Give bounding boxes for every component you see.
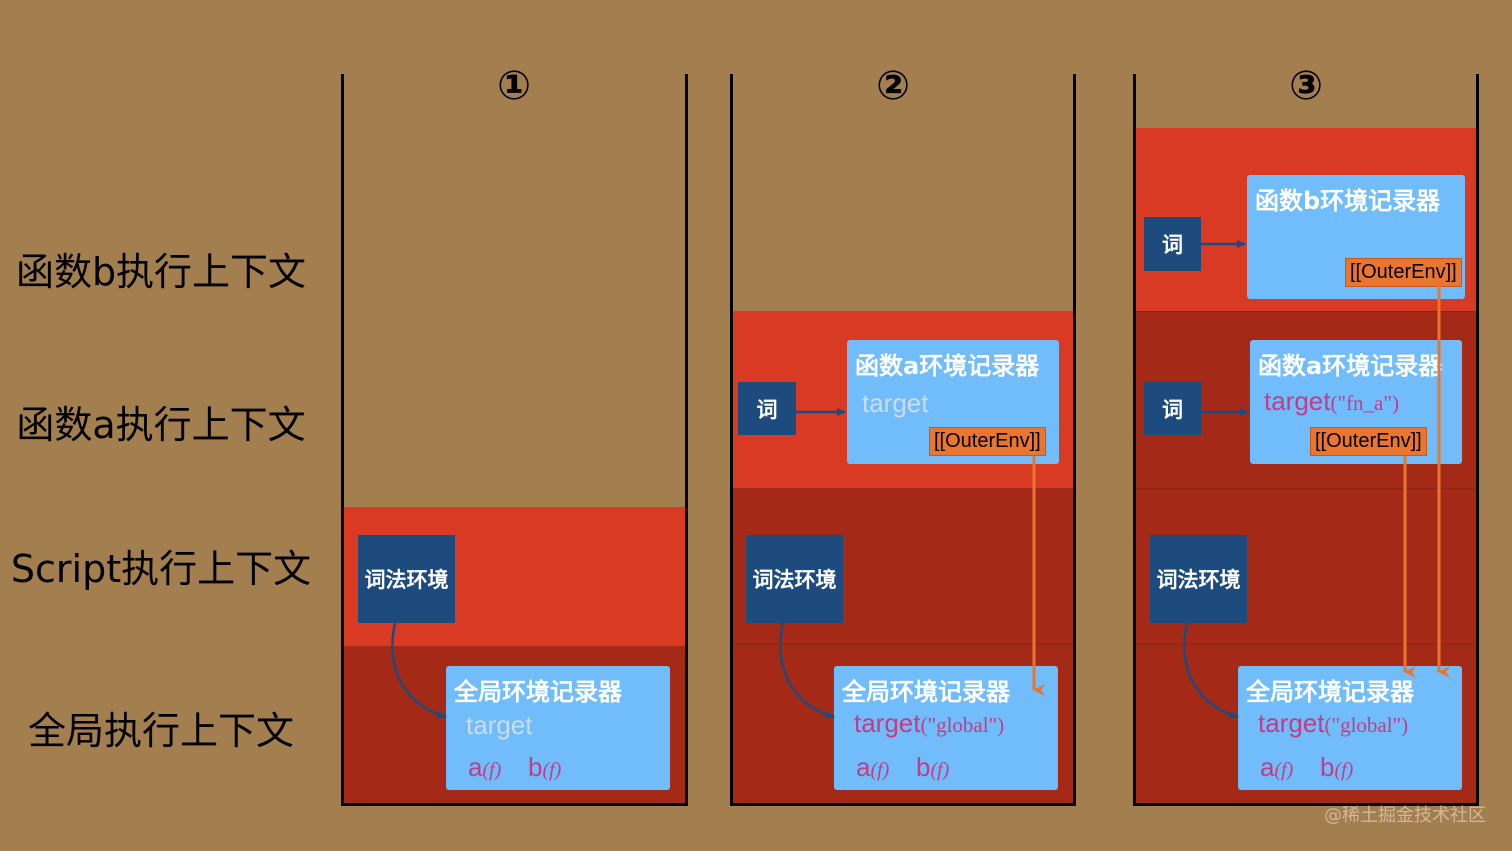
func-b-lexical-box: 词: [1144, 217, 1201, 271]
record-fn-a: a(f): [856, 752, 890, 782]
band-divider: [1136, 644, 1477, 645]
outer-env-slot: [[OuterEnv]]: [1310, 427, 1427, 456]
stage-number: ②: [876, 63, 910, 109]
record-title: 函数a环境记录器: [1258, 352, 1443, 380]
record-var-target: target("global"): [1258, 708, 1409, 738]
record-title: 函数b环境记录器: [1255, 187, 1441, 215]
func-a-env-record: 函数a环境记录器 target [[OuterEnv]]: [847, 340, 1059, 464]
record-var-target: target("global"): [854, 708, 1005, 738]
record-var-target: target("fn_a"): [1264, 386, 1399, 416]
func-a-env-record: 函数a环境记录器 target("fn_a") [[OuterEnv]]: [1250, 340, 1462, 464]
outer-env-slot: [[OuterEnv]]: [929, 427, 1046, 456]
record-fn-a: a(f): [468, 752, 502, 782]
row-label-func-a: 函数a执行上下文: [16, 403, 306, 447]
row-label-script: Script执行上下文: [10, 547, 312, 591]
stack-wall-right: [1476, 74, 1479, 806]
lexical-env-box: 词法环境: [1150, 535, 1247, 623]
stack-wall-left: [1133, 74, 1136, 806]
record-title: 全局环境记录器: [1246, 678, 1414, 706]
stack-floor: [730, 803, 1076, 806]
record-fn-b: b(f): [916, 752, 950, 782]
stack-wall-right: [685, 74, 688, 806]
global-env-record: 全局环境记录器 target("global") a(f) b(f): [834, 666, 1058, 790]
global-env-record: 全局环境记录器 target a(f) b(f): [446, 666, 670, 790]
record-title: 全局环境记录器: [842, 678, 1010, 706]
row-label-global: 全局执行上下文: [27, 709, 294, 753]
func-b-env-record: 函数b环境记录器 [[OuterEnv]]: [1247, 175, 1465, 299]
stage-number: ①: [497, 63, 531, 109]
record-fn-a: a(f): [1260, 752, 1294, 782]
stack-wall-right: [1073, 74, 1076, 806]
func-a-lexical-box: 词: [738, 382, 796, 435]
band-divider: [732, 644, 1074, 645]
stack-wall-left: [730, 74, 733, 806]
band-divider: [1136, 488, 1477, 489]
record-title: 全局环境记录器: [454, 678, 622, 706]
row-label-func-b: 函数b执行上下文: [15, 250, 307, 294]
func-a-lexical-box: 词: [1144, 382, 1201, 435]
band-divider: [1136, 311, 1477, 312]
record-fn-b: b(f): [528, 752, 562, 782]
stack-wall-left: [341, 74, 344, 806]
stack-floor: [1133, 803, 1479, 806]
lexical-env-box: 词法环境: [746, 535, 843, 623]
stage-number: ③: [1289, 63, 1323, 109]
stack-floor: [341, 803, 688, 806]
record-var-target: target: [862, 388, 929, 418]
record-var-target: target: [466, 710, 533, 740]
global-env-record: 全局环境记录器 target("global") a(f) b(f): [1238, 666, 1462, 790]
watermark: @稀土掘金技术社区: [1324, 805, 1486, 826]
outer-env-slot: [[OuterEnv]]: [1345, 258, 1462, 287]
record-title: 函数a环境记录器: [855, 352, 1040, 380]
record-fn-b: b(f): [1320, 752, 1354, 782]
lexical-env-box: 词法环境: [358, 535, 455, 623]
